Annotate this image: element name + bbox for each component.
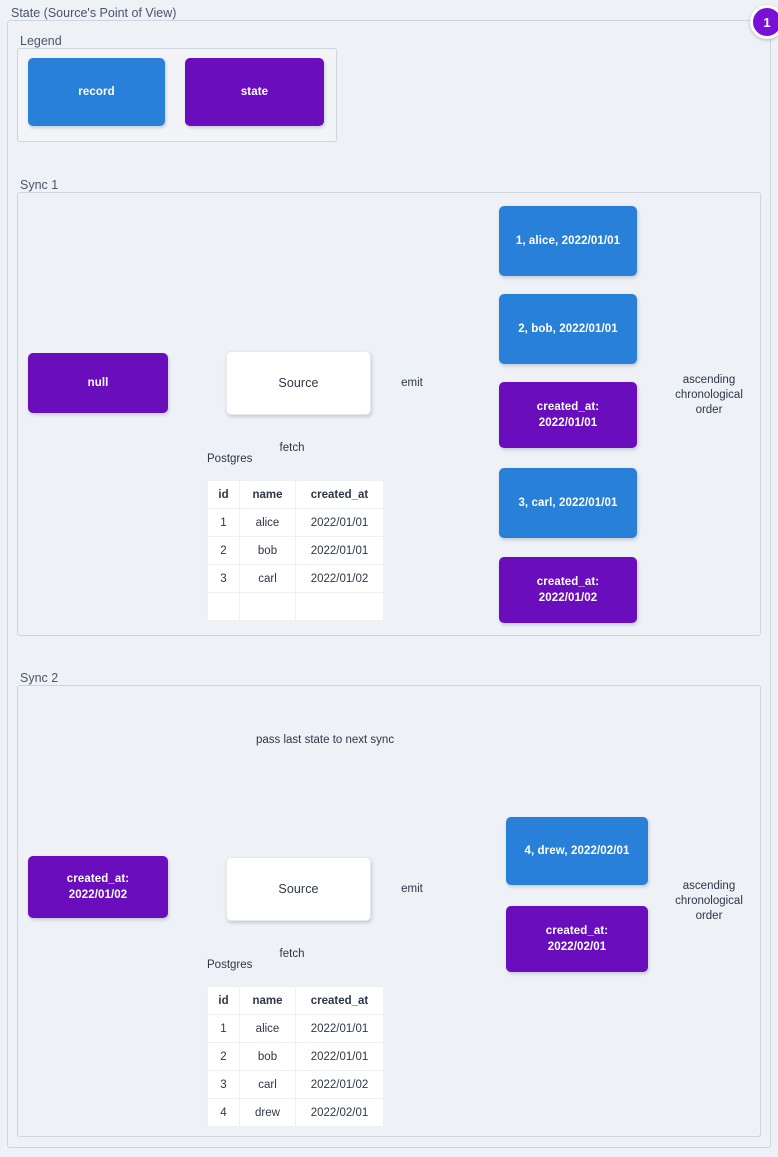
cell-name: drew [239, 1098, 296, 1127]
sync-1-emitted-record-1: 1, alice, 2022/01/01 [499, 206, 637, 276]
cell-name: carl [239, 1070, 296, 1099]
legend-swatch-record: record [28, 58, 165, 126]
sync-1-emitted-record-2: 2, bob, 2022/01/01 [499, 294, 637, 364]
table-row: 2 bob 2022/01/01 [207, 536, 384, 565]
cell-name: carl [239, 564, 296, 593]
sync-2-source-box: Source [226, 857, 371, 921]
cell-created-at: 2022/01/01 [295, 1014, 384, 1043]
cell-id: 1 [207, 1014, 240, 1043]
cell-created-at [295, 592, 384, 621]
cell-created-at: 2022/01/02 [295, 1070, 384, 1099]
cell-id: 2 [207, 1042, 240, 1071]
th-id: id [207, 480, 240, 509]
pass-last-state-label: pass last state to next sync [252, 733, 399, 748]
sync-2-emitted-state-1: created_at: 2022/02/01 [506, 906, 648, 972]
sync-2-table: id name created_at 1 alice 2022/01/01 2 … [207, 986, 384, 1127]
sync-2-db-label: Postgres [207, 959, 253, 971]
sync-1-emit-label: emit [401, 377, 423, 389]
table-row: 2 bob 2022/01/01 [207, 1042, 384, 1071]
table-row: 1 alice 2022/01/01 [207, 1014, 384, 1043]
cell-created-at: 2022/01/01 [295, 1042, 384, 1071]
cell-id: 1 [207, 508, 240, 537]
sync-1-order-label: ascending chronological order [675, 374, 743, 416]
legend-swatch-state: state [185, 58, 324, 126]
sync-1-emitted-state-2: created_at: 2022/01/02 [499, 557, 637, 623]
cell-id [207, 592, 240, 621]
cell-created-at: 2022/01/01 [295, 508, 384, 537]
sync-2-emit-label: emit [401, 883, 423, 895]
sync-2-title: Sync 2 [18, 671, 63, 685]
cell-name: bob [239, 536, 296, 565]
sync-2-order-label: ascending chronological order [675, 880, 743, 922]
step-badge[interactable]: 1 [750, 5, 778, 39]
th-created-at: created_at [295, 986, 384, 1015]
table-row: 3 carl 2022/01/02 [207, 1070, 384, 1099]
cell-created-at: 2022/01/01 [295, 536, 384, 565]
sync-1-input-state: null [28, 353, 168, 413]
sync-1-fetch-label: fetch [279, 442, 305, 454]
sync-2-emitted-record-1: 4, drew, 2022/02/01 [506, 817, 648, 885]
cell-created-at: 2022/02/01 [295, 1098, 384, 1127]
table-row: 4 drew 2022/02/01 [207, 1098, 384, 1127]
table-row: 1 alice 2022/01/01 [207, 508, 384, 537]
sync-1-emitted-state-1: created_at: 2022/01/01 [499, 382, 637, 448]
cell-name: bob [239, 1042, 296, 1071]
sync-2-fetch-label: fetch [279, 948, 305, 960]
table-row: 3 carl 2022/01/02 [207, 564, 384, 593]
th-created-at: created_at [295, 480, 384, 509]
cell-name: alice [239, 1014, 296, 1043]
table-header-row: id name created_at [207, 480, 384, 509]
sync-1-db-label: Postgres [207, 453, 253, 465]
cell-id: 2 [207, 536, 240, 565]
sync-1-group [17, 192, 761, 636]
cell-id: 3 [207, 1070, 240, 1099]
cell-name [239, 592, 296, 621]
th-name: name [239, 986, 296, 1015]
sync-1-table: id name created_at 1 alice 2022/01/01 2 … [207, 480, 384, 621]
legend-title: Legend [18, 34, 66, 48]
cell-created-at: 2022/01/02 [295, 564, 384, 593]
sync-1-title: Sync 1 [18, 178, 63, 192]
page-title: State (Source's Point of View) [9, 6, 181, 20]
table-header-row: id name created_at [207, 986, 384, 1015]
cell-name: alice [239, 508, 296, 537]
cell-id: 4 [207, 1098, 240, 1127]
table-row [207, 592, 384, 621]
sync-1-emitted-record-3: 3, carl, 2022/01/01 [499, 468, 637, 538]
th-id: id [207, 986, 240, 1015]
sync-2-input-state: created_at: 2022/01/02 [28, 856, 168, 918]
cell-id: 3 [207, 564, 240, 593]
th-name: name [239, 480, 296, 509]
sync-1-source-box: Source [226, 351, 371, 415]
